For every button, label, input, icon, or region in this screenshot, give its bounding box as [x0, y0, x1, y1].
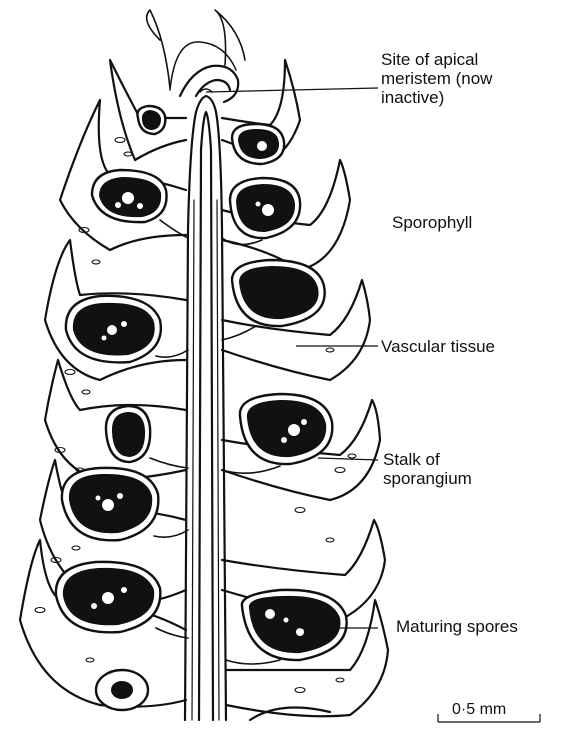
label-vascular-tissue: Vascular tissue [381, 337, 495, 356]
label-apical-meristem: Site of apical meristem (now inactive) [381, 50, 492, 107]
apical-meristem [170, 42, 238, 102]
leader-lines [206, 88, 378, 628]
label-stalk-of-sporangium: Stalk of sporangium [383, 450, 472, 488]
label-sporophyll: Sporophyll [392, 213, 472, 232]
scale-bar-label: 0·5 mm [452, 700, 506, 719]
central-axis [185, 96, 226, 720]
sporangia-right [230, 124, 347, 660]
label-maturing-spores: Maturing spores [396, 617, 518, 636]
